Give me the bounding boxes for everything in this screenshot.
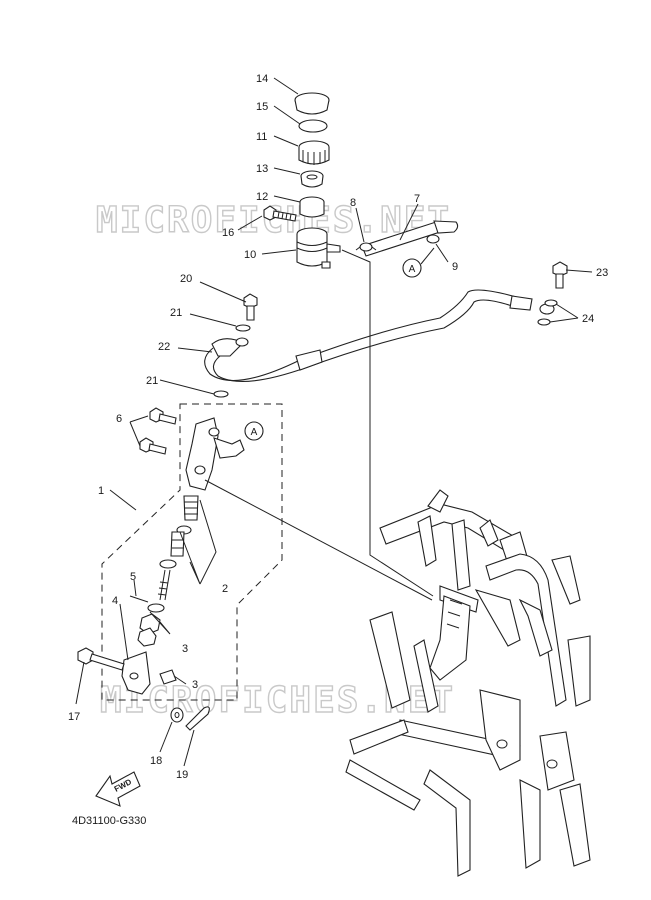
copper-washer-upper <box>235 324 251 332</box>
pushrod-hardware <box>129 595 165 647</box>
diagram-code: 4D31100-G330 <box>72 815 146 827</box>
callout-15: 15 <box>256 101 268 113</box>
callout-23: 23 <box>596 267 608 279</box>
callout-3-lower: 3 <box>192 679 198 691</box>
callout-6: 6 <box>116 413 122 425</box>
reservoir-cap-nut <box>298 140 330 165</box>
callout-22: 22 <box>158 341 170 353</box>
svg-text:A: A <box>251 427 258 438</box>
callout-12: 12 <box>256 191 268 203</box>
assembly-boundary <box>101 403 283 701</box>
frame <box>345 489 591 877</box>
callout-4: 4 <box>112 595 118 607</box>
leader-lines <box>75 77 593 767</box>
union-bolt-right <box>552 261 568 289</box>
callout-19: 19 <box>176 769 188 781</box>
svg-text:A: A <box>409 264 416 275</box>
callout-16: 16 <box>222 227 234 239</box>
ref-marker-side: A <box>244 421 264 441</box>
clevis-washer <box>170 707 184 723</box>
ref-marker-top: A <box>402 247 435 278</box>
hose-clamp-lower <box>426 234 440 244</box>
callout-3-upper: 3 <box>182 643 188 655</box>
reservoir-body <box>296 227 341 269</box>
callout-13: 13 <box>256 163 268 175</box>
watermark-top: MICROFICHES.NET <box>96 200 451 241</box>
hose-clamp-upper <box>355 242 377 252</box>
callout-20: 20 <box>180 273 192 285</box>
callout-9: 9 <box>452 261 458 273</box>
callout-1: 1 <box>98 485 104 497</box>
master-cylinder-kit <box>157 495 199 601</box>
callout-21-upper: 21 <box>170 307 182 319</box>
reservoir-float <box>299 196 325 218</box>
callout-7: 7 <box>414 193 420 205</box>
cotter-pin <box>185 706 210 731</box>
reservoir-diaphragm <box>298 119 328 133</box>
clevis-pin <box>77 647 125 671</box>
callout-5: 5 <box>130 571 136 583</box>
union-bolt-upper <box>243 293 258 321</box>
callout-18: 18 <box>150 755 162 767</box>
callout-10: 10 <box>244 249 256 261</box>
brake-hose <box>204 289 555 382</box>
reservoir-bolt <box>263 205 297 222</box>
master-cylinder-bolts <box>139 407 177 455</box>
callout-2: 2 <box>222 583 228 595</box>
callout-labels: 1 2 3 3 4 5 6 7 8 9 10 11 12 13 14 15 16… <box>68 73 608 781</box>
callout-17: 17 <box>68 711 80 723</box>
clevis <box>121 651 177 695</box>
callout-11: 11 <box>256 131 267 143</box>
callout-24: 24 <box>582 313 594 325</box>
fwd-arrow-icon: FWD <box>95 771 141 807</box>
copper-washer-lower <box>213 390 229 398</box>
callout-14: 14 <box>256 73 268 85</box>
callout-8: 8 <box>350 197 356 209</box>
master-cylinder-body <box>185 417 245 491</box>
reservoir-seal <box>300 170 324 188</box>
reservoir-cap <box>294 92 330 115</box>
callout-21-lower: 21 <box>146 375 158 387</box>
